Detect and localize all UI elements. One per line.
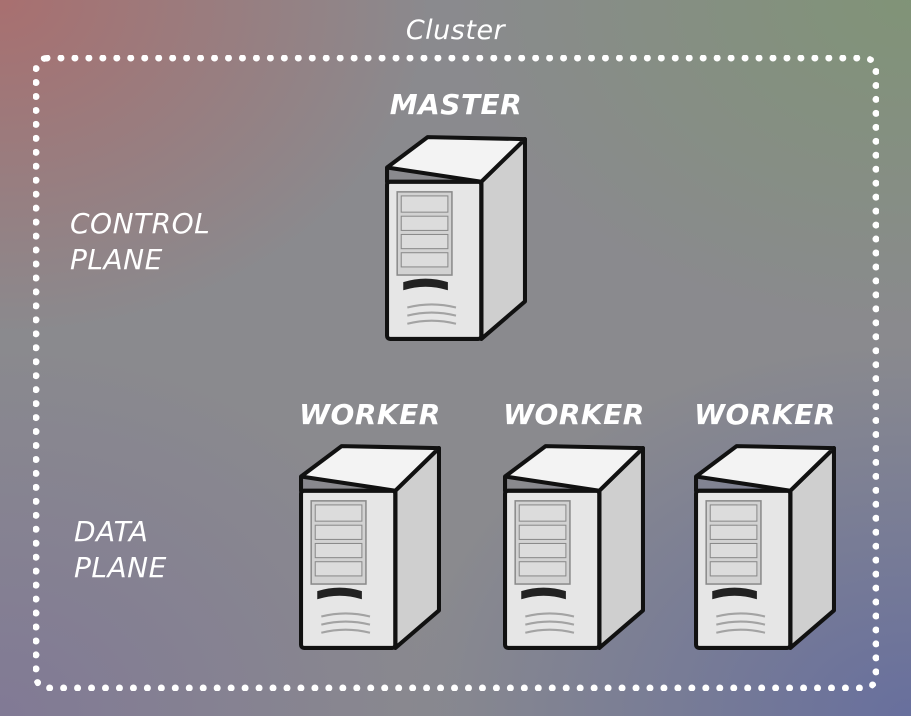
control-plane-line-1: CONTROL [70, 207, 211, 240]
master-node: MASTER [385, 88, 527, 350]
cluster-title: Cluster [405, 15, 506, 46]
server-icon [503, 440, 645, 652]
worker-label: WORKER [503, 398, 645, 431]
server-icon [385, 132, 527, 342]
data-plane-line-1: DATA [74, 515, 149, 548]
worker-node-1: WORKER [299, 398, 441, 660]
control-plane-label: CONTROL PLANE [70, 206, 210, 278]
worker-node-3: WORKER [694, 398, 836, 660]
worker-label: WORKER [694, 398, 836, 431]
control-plane-line-2: PLANE [70, 243, 163, 276]
worker-label: WORKER [299, 398, 441, 431]
cluster-border [33, 55, 879, 691]
master-label: MASTER [389, 88, 523, 121]
data-plane-label: DATA PLANE [74, 514, 167, 586]
worker-node-2: WORKER [503, 398, 645, 660]
data-plane-line-2: PLANE [74, 551, 167, 584]
server-icon [694, 440, 836, 652]
server-icon [299, 440, 441, 652]
